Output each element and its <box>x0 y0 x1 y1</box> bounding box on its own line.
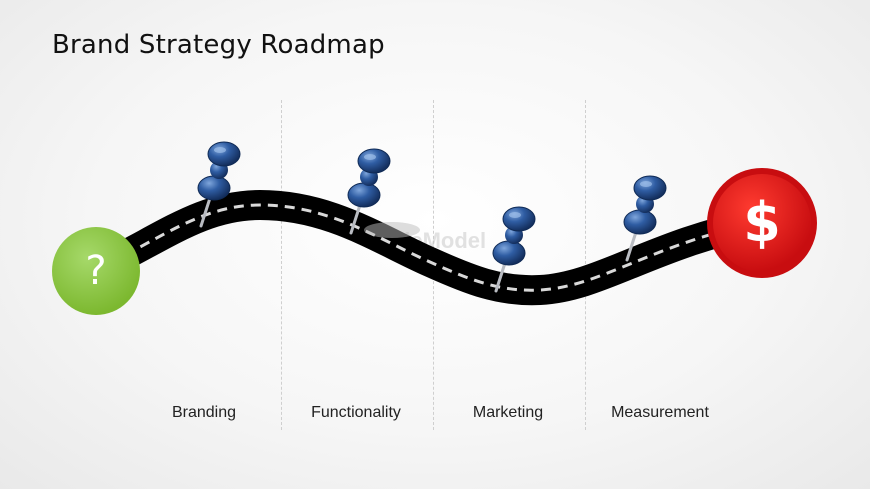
stage-label-branding: Branding <box>171 404 237 421</box>
stage-divider <box>281 100 282 430</box>
stage-label-marketing: Marketing <box>472 404 544 421</box>
road <box>80 189 775 306</box>
road-lane-markings <box>94 203 761 292</box>
question-mark-icon: ? <box>85 248 107 294</box>
dollar-sign-icon: $ <box>743 191 781 254</box>
start-marker <box>52 227 140 315</box>
stage-label-measurement: Measurement <box>611 404 709 421</box>
end-marker <box>713 174 811 272</box>
stage-divider <box>585 100 586 430</box>
pin-shadow <box>364 222 420 238</box>
slide-title: Brand Strategy Roadmap <box>52 30 385 60</box>
stage-label-functionality: Functionality <box>311 404 401 421</box>
